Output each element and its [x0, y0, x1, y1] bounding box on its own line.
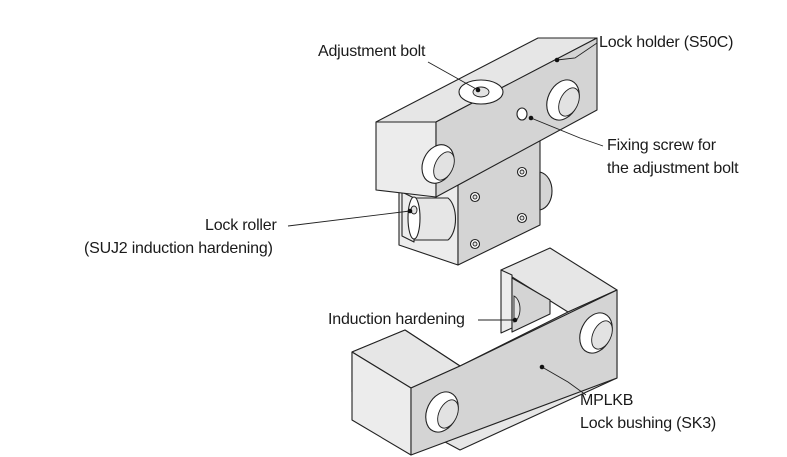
lock-roller-label-line1: Lock roller [205, 217, 277, 234]
lock-holder-label: Lock holder (S50C) [599, 34, 734, 51]
mplkb-label-line2: Lock bushing (SK3) [580, 415, 717, 432]
lock-holder-body [375, 37, 598, 198]
induction-hardening-label: Induction hardening [328, 311, 465, 328]
leader-lines [287, 42, 604, 396]
lock-holder-assembly [375, 37, 598, 266]
lock-roller-label-line2: (SUJ2 induction hardening) [84, 240, 273, 257]
fixing-screw-label-line2: the adjustment bolt [607, 160, 739, 177]
mplkb-label-line1: MPLKB [580, 392, 634, 409]
lock-bushing-mplkb [351, 247, 618, 456]
fixing-screw-label-line1: Fixing screw for [607, 137, 716, 154]
adjustment-bolt-label: Adjustment bolt [318, 43, 426, 60]
lock-roller [401, 191, 457, 243]
